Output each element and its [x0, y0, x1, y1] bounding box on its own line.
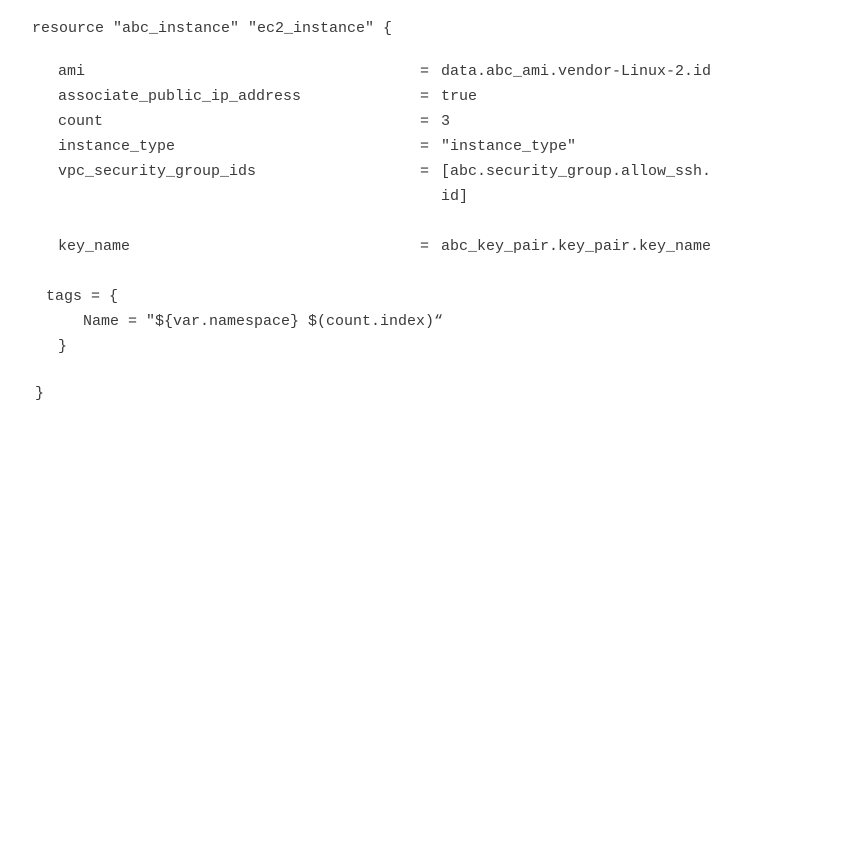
- attribute-key-instance-type: instance_type: [58, 138, 176, 155]
- equals-sign: =: [420, 63, 430, 80]
- attribute-value-ami: data.abc_ami.vendor-Linux-2.id: [441, 63, 712, 80]
- equals-sign: =: [420, 88, 430, 105]
- attribute-value-count: 3: [441, 113, 451, 130]
- attribute-key-count: count: [58, 113, 104, 130]
- attribute-value-vpc-security-group-ids: [abc.security_group.allow_ssh.: [441, 163, 712, 180]
- tags-name-assignment: Name = "${var.namespace} $(count.index)“: [83, 313, 444, 330]
- resource-block-close: }: [35, 385, 45, 402]
- attribute-value-instance-type: "instance_type": [441, 138, 577, 155]
- attribute-key-vpc-security-group-ids: vpc_security_group_ids: [58, 163, 257, 180]
- attribute-key-key-name: key_name: [58, 238, 131, 255]
- attribute-value-key-name: abc_key_pair.key_pair.key_name: [441, 238, 712, 255]
- code-snippet: resource "abc_instance" "ec2_instance" {…: [32, 20, 712, 402]
- attribute-key-associate-public-ip-address: associate_public_ip_address: [58, 88, 302, 105]
- equals-sign: =: [420, 113, 430, 130]
- attribute-value-associate-public-ip-address: true: [441, 88, 478, 105]
- tags-block-close: }: [58, 338, 68, 355]
- attribute-value-vpc-security-group-ids-continued: id]: [441, 188, 469, 205]
- equals-sign: =: [420, 163, 430, 180]
- resource-declaration-line: resource "abc_instance" "ec2_instance" {: [32, 20, 393, 37]
- attribute-key-ami: ami: [58, 63, 86, 80]
- tags-block-open: tags = {: [46, 288, 119, 305]
- equals-sign: =: [420, 238, 430, 255]
- equals-sign: =: [420, 138, 430, 155]
